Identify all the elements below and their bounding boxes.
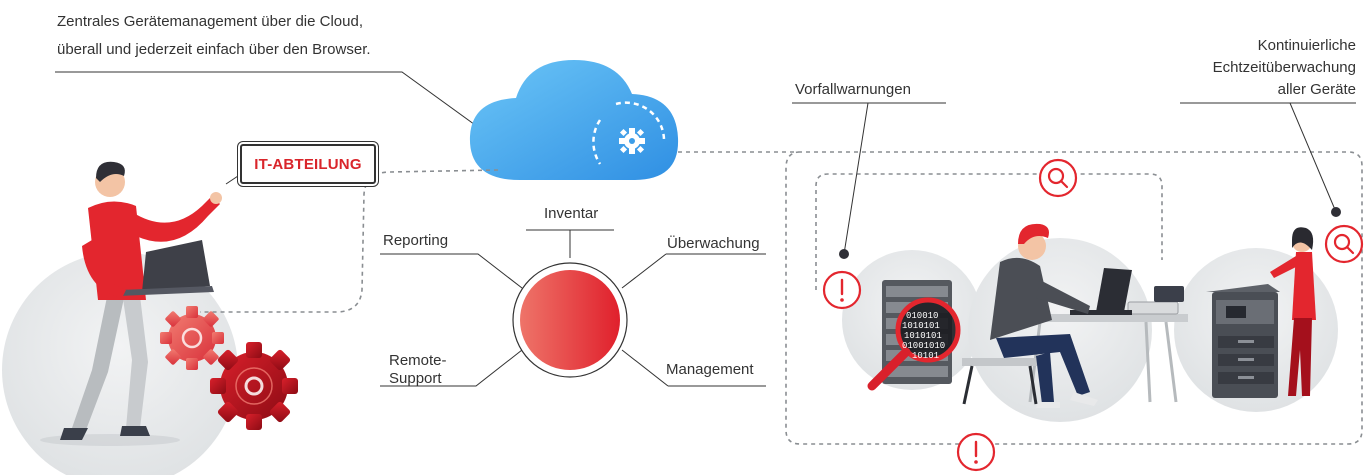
server-code-line: 010010	[906, 311, 938, 321]
server-code-line: 1010101	[902, 321, 940, 331]
alert-icon	[956, 432, 996, 472]
leader-dot	[839, 249, 849, 259]
label-inventar: Inventar	[544, 205, 599, 222]
label-monitoring-line-1: Kontinuierliche	[1257, 37, 1356, 54]
server-code-line: 1010101	[904, 331, 942, 341]
alert-icon	[822, 270, 862, 310]
label-ueberwachung: Überwachung	[667, 235, 760, 252]
hub-lines	[380, 229, 766, 387]
cloud-icon	[469, 60, 679, 180]
gear-icon	[160, 306, 224, 370]
badge-pointer	[225, 175, 239, 185]
printer-scene	[1206, 227, 1316, 398]
headline-line-2: überall und jederzeit einfach über den B…	[57, 41, 371, 58]
label-remote-support-line-2: Support	[389, 370, 442, 387]
label-management: Management	[666, 361, 754, 378]
callout-leaders	[792, 102, 1356, 255]
label-remote-support-line-1: Remote-	[389, 352, 447, 369]
it-department-illustration	[2, 161, 238, 475]
it-department-badge: IT-ABTEILUNG	[240, 144, 376, 184]
office-worker	[962, 223, 1188, 408]
dashed-connectors	[200, 151, 1363, 445]
search-icon	[1324, 224, 1364, 264]
label-monitoring-line-2: Echtzeitüberwachung	[1212, 59, 1356, 76]
label-vorfallwarnungen: Vorfallwarnungen	[795, 81, 911, 98]
label-reporting: Reporting	[383, 232, 449, 249]
headline-line-1: Zentrales Gerätemanagement über die Clou…	[57, 13, 364, 30]
magnifier-icon	[867, 297, 961, 391]
server-code-line: 01001010	[902, 341, 945, 351]
badge-label: IT-ABTEILUNG	[254, 155, 362, 173]
hub-core	[520, 270, 620, 370]
server-code-line: 10101	[912, 351, 939, 361]
label-monitoring-line-3: aller Geräte	[1277, 81, 1356, 98]
gear-icon	[210, 342, 298, 430]
leader-dot	[1331, 207, 1341, 217]
gear-icon	[619, 128, 645, 154]
search-icon	[1038, 158, 1078, 198]
